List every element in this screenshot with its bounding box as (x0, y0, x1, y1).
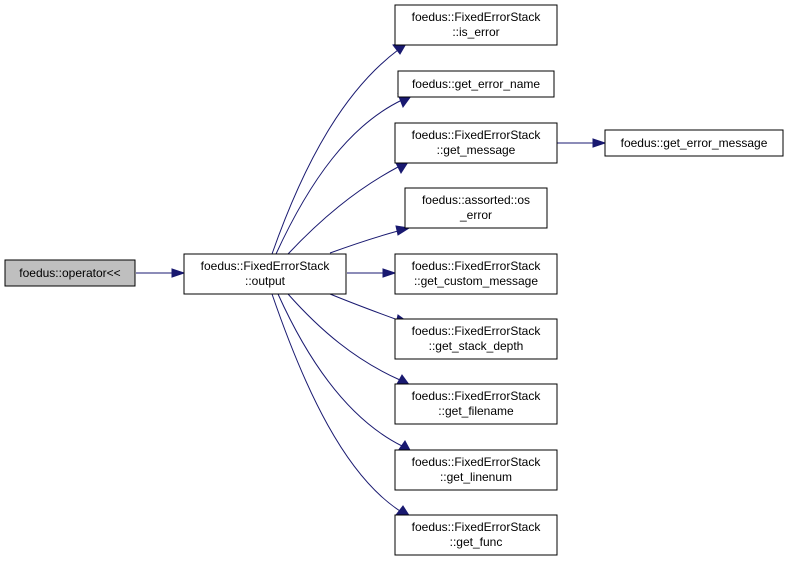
node-get-error-message-label: foedus::get_error_message (621, 136, 768, 150)
node-root-label: foedus::operator<< (19, 266, 120, 280)
edge-output-to-get-filename (287, 293, 412, 387)
node-output[interactable]: foedus::FixedErrorStack ::output (183, 253, 347, 295)
node-output-label-2: ::output (245, 274, 286, 288)
node-get-message-label-2: ::get_message (437, 143, 516, 157)
edge-output-to-get-message (287, 160, 409, 255)
node-os-error[interactable]: foedus::assorted::os _error (404, 187, 548, 229)
edge-output-to-get-custom-message (347, 268, 397, 278)
node-get-custom-message-label-1: foedus::FixedErrorStack (412, 259, 542, 273)
node-is-error-label-1: foedus::FixedErrorStack (412, 10, 542, 24)
node-get-filename[interactable]: foedus::FixedErrorStack ::get_filename (394, 383, 558, 425)
node-get-func[interactable]: foedus::FixedErrorStack ::get_func (394, 514, 558, 556)
edge-output-to-get-error-name (275, 93, 412, 255)
node-get-func-label-2: ::get_func (450, 535, 503, 549)
node-get-custom-message-label-2: ::get_custom_message (414, 274, 538, 288)
node-get-stack-depth-label-1: foedus::FixedErrorStack (412, 324, 542, 338)
node-output-label-1: foedus::FixedErrorStack (201, 259, 331, 273)
node-get-error-name[interactable]: foedus::get_error_name (397, 70, 555, 98)
node-os-error-label-2: _error (459, 208, 492, 222)
node-get-error-name-label: foedus::get_error_name (412, 77, 540, 91)
edge-output-to-os-error (329, 225, 411, 254)
node-get-filename-label-2: ::get_filename (438, 404, 514, 418)
node-get-message[interactable]: foedus::FixedErrorStack ::get_message (394, 122, 558, 164)
node-get-message-label-1: foedus::FixedErrorStack (412, 128, 542, 142)
edge-output-to-get-func (271, 293, 412, 518)
node-get-filename-label-1: foedus::FixedErrorStack (412, 389, 542, 403)
node-get-stack-depth[interactable]: foedus::FixedErrorStack ::get_stack_dept… (394, 318, 558, 360)
edge-root-to-output (136, 268, 186, 278)
edge-output-to-is-error (271, 41, 409, 255)
node-get-stack-depth-label-2: ::get_stack_depth (429, 339, 524, 353)
node-os-error-label-1: foedus::assorted::os (422, 193, 530, 207)
node-get-custom-message[interactable]: foedus::FixedErrorStack ::get_custom_mes… (394, 253, 558, 295)
node-get-linenum[interactable]: foedus::FixedErrorStack ::get_linenum (394, 449, 558, 491)
node-get-linenum-label-1: foedus::FixedErrorStack (412, 455, 542, 469)
node-get-error-message[interactable]: foedus::get_error_message (604, 129, 784, 157)
node-is-error-label-2: ::is_error (452, 25, 499, 39)
edge-get-message-to-get-error-message (557, 138, 607, 148)
node-root[interactable]: foedus::operator<< (4, 259, 136, 287)
node-is-error[interactable]: foedus::FixedErrorStack ::is_error (394, 4, 558, 46)
node-get-func-label-1: foedus::FixedErrorStack (412, 520, 542, 534)
node-get-linenum-label-2: ::get_linenum (440, 470, 512, 484)
